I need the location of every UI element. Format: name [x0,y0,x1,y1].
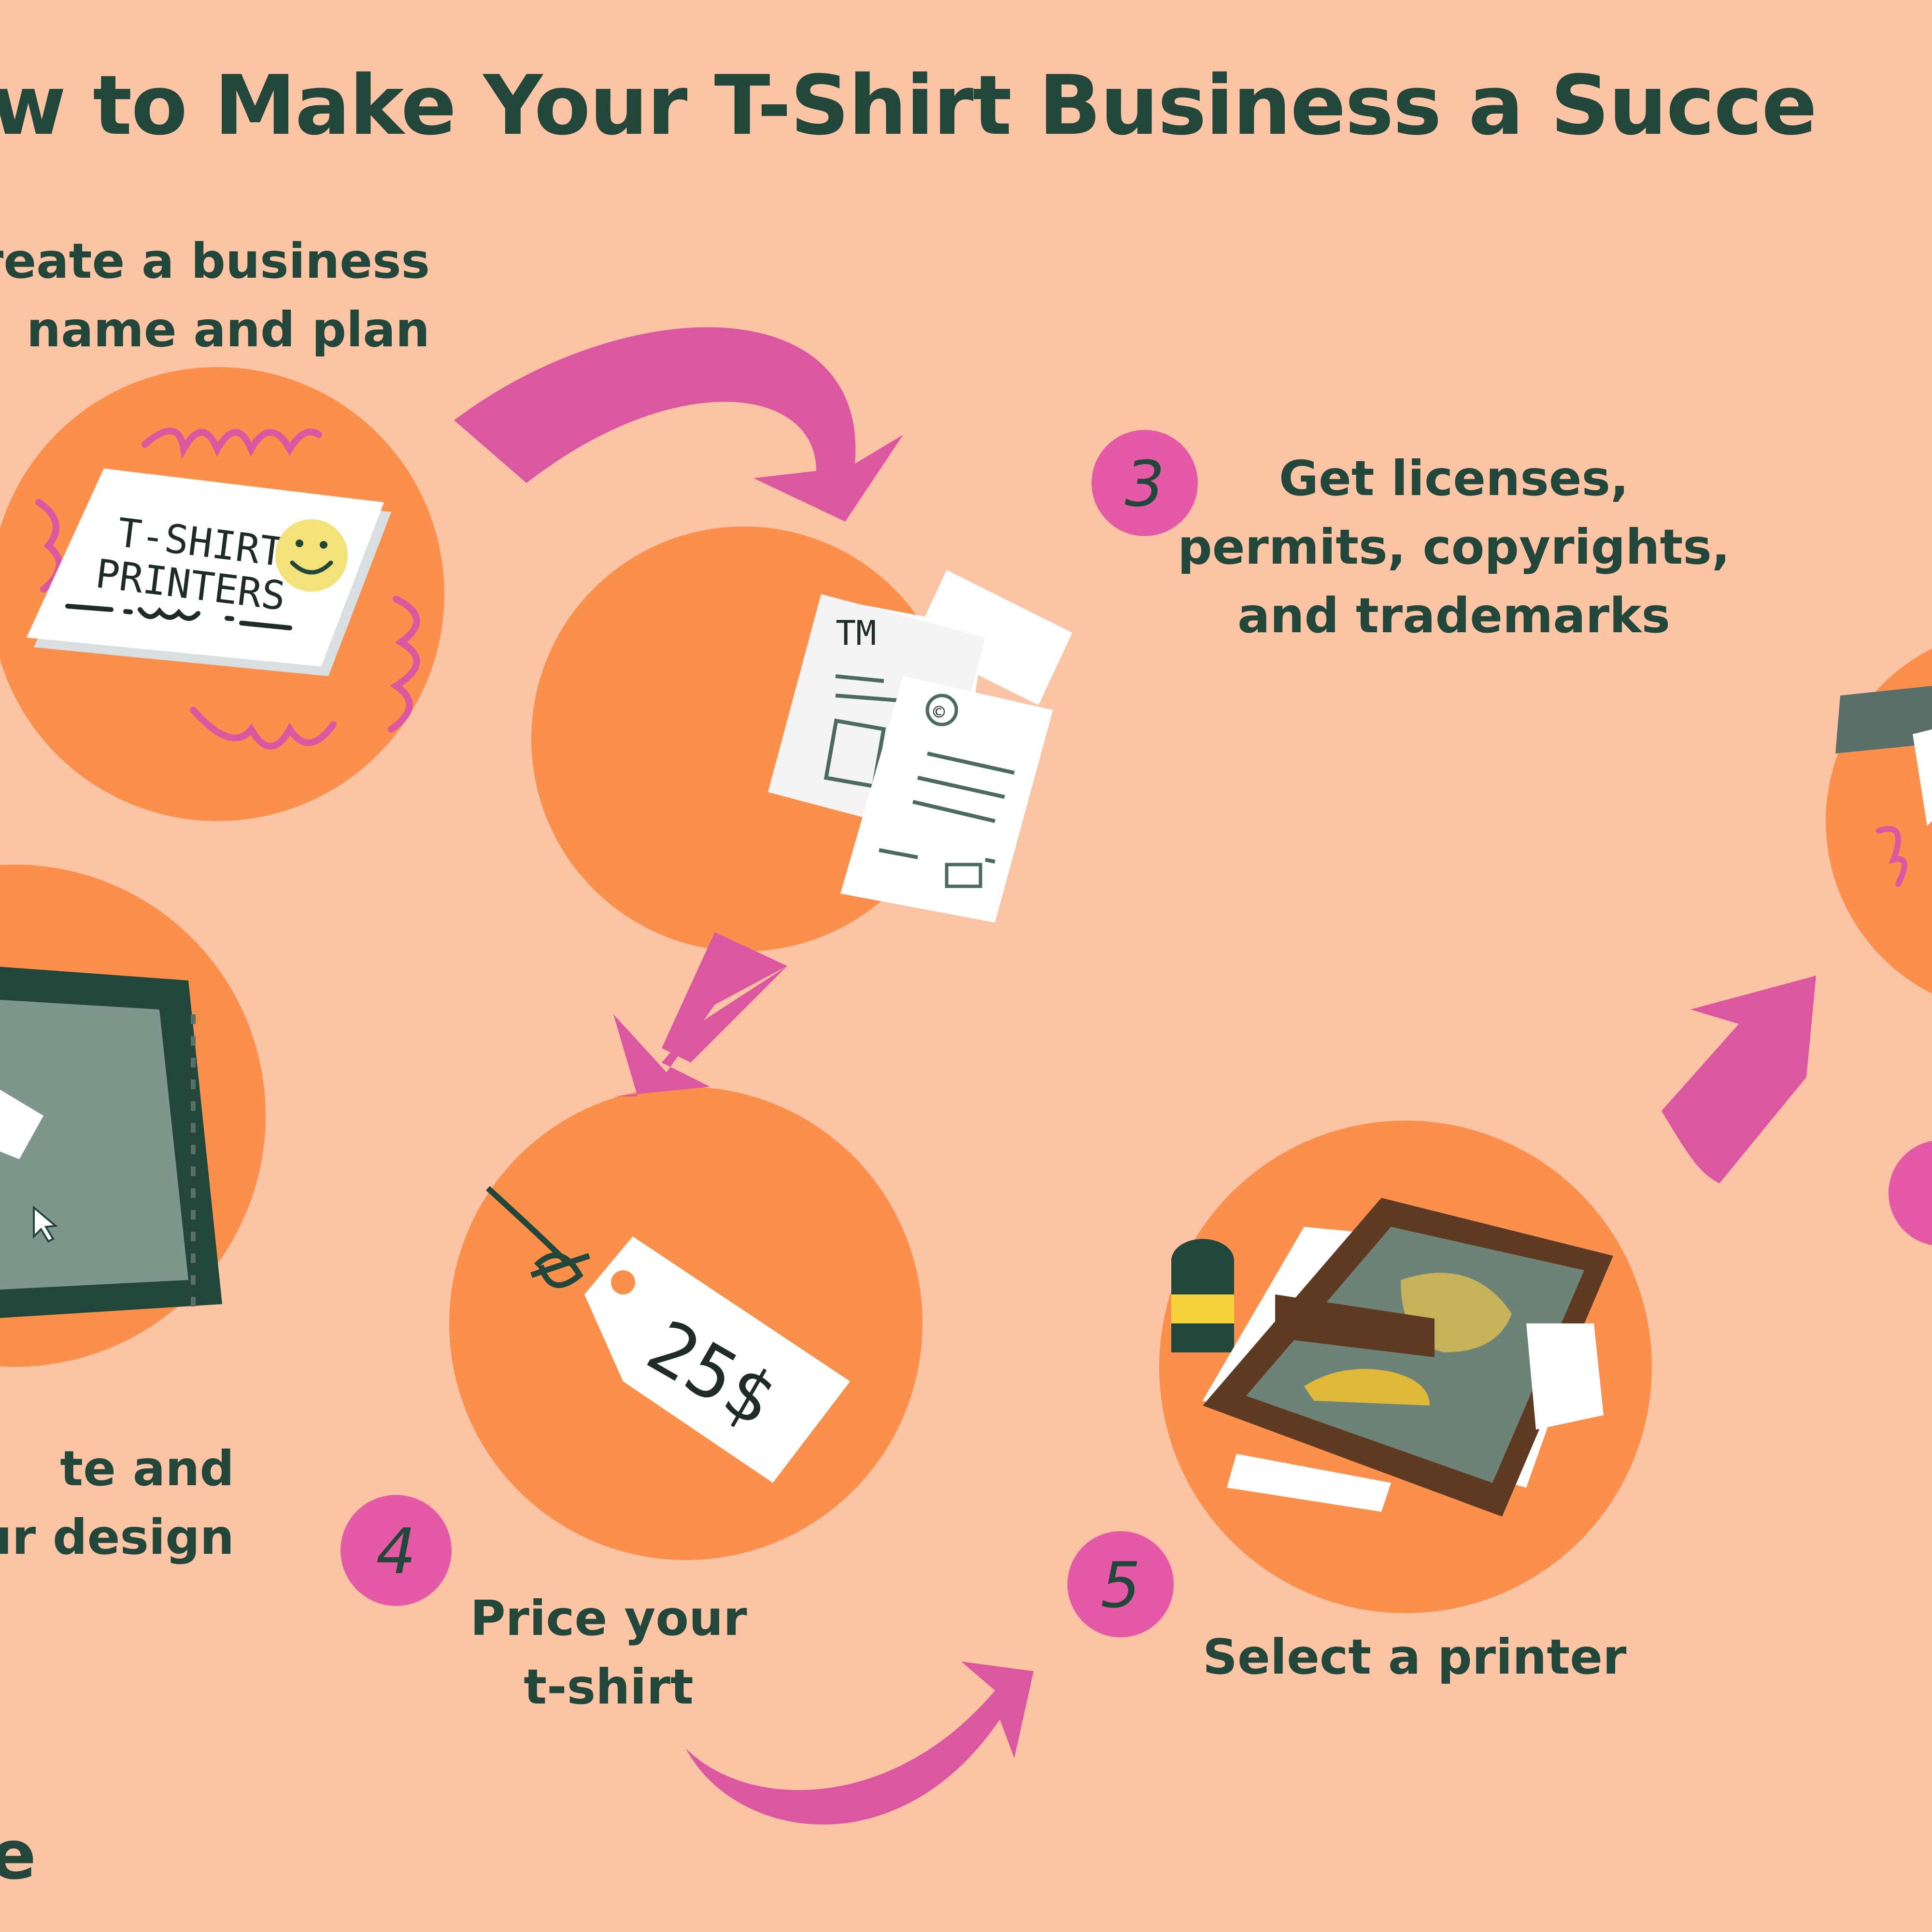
step-3-label: Get licenses, permits, copyrights, and t… [1178,450,1730,644]
svg-text:©: © [933,701,945,724]
business-card-illustration: T-SHIRT PRINTERS [27,427,420,750]
step-4-label: Price your t-shirt [470,1590,747,1715]
cursor-icon [33,1205,58,1243]
brand-logo-fragment: e [0,1816,36,1895]
arrow-1-to-3 [454,327,903,522]
svg-text:3: 3 [1125,447,1165,521]
step-5-badge: 5 [1067,1531,1174,1637]
step-5-label: Select a printer [1203,1629,1627,1685]
smiley-icon [275,519,348,592]
step-1-label: reate a business name and plan [0,233,430,358]
step-3-badge: 3 [1092,430,1198,536]
svg-text:5: 5 [1101,1548,1141,1622]
documents-illustration: TM © [768,570,1072,923]
page-title: w to Make Your T-Shirt Business a Succe [0,58,1817,154]
price-tag-illustration: 25$ [485,1186,850,1483]
step-6-illustration [1835,686,1932,887]
trademark-symbol: TM [836,613,876,653]
step-4-badge: 4 [341,1495,452,1606]
step-6-badge [1889,1140,1932,1246]
step-2-label: te and ur design [0,1440,234,1565]
screen-printer-illustration [1171,1198,1613,1517]
svg-text:4: 4 [376,1515,416,1588]
arrow-5-to-6 [1662,976,1816,1183]
copyright-icon [925,694,958,726]
laptop-illustration [0,966,222,1318]
step-6-circle [1826,648,1932,994]
arrow-4-to-5 [686,1662,1034,1825]
arrow-3-to-4 [613,932,787,1096]
